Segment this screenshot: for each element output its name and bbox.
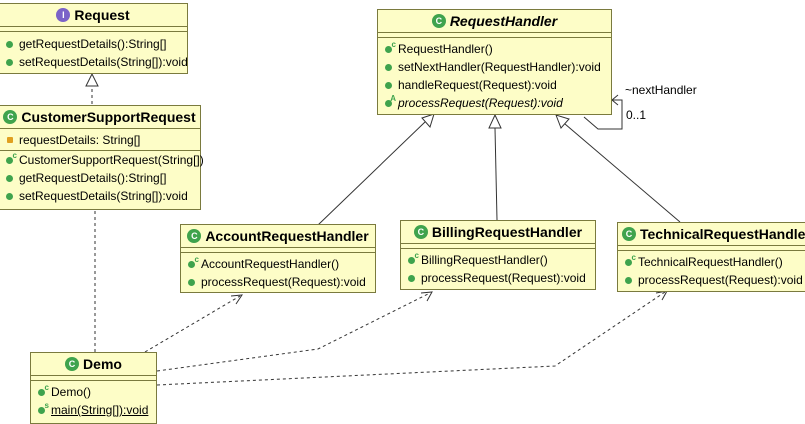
public-method-icon	[382, 79, 395, 92]
class-icon: C	[187, 229, 202, 243]
class-name: TechnicalRequestHandler	[640, 226, 805, 242]
association-multiplicity-label: 0..1	[626, 108, 647, 122]
realization-arrowhead	[85, 72, 99, 87]
method-row[interactable]: getRequestDetails():String[]	[0, 35, 187, 53]
class-title: C AccountRequestHandler	[181, 225, 375, 247]
public-method-icon	[3, 56, 16, 69]
dependency-arrowhead-account	[230, 294, 243, 305]
class-name: BillingRequestHandler	[431, 224, 583, 240]
self-association-arrowhead	[611, 94, 619, 106]
public-method-icon	[405, 272, 418, 285]
attributes-section	[181, 247, 375, 252]
public-method-icon	[382, 61, 395, 74]
class-name: CustomerSupportRequest	[21, 109, 196, 125]
self-association-line	[583, 99, 623, 130]
method-row[interactable]: processRequest(Request):void	[618, 271, 805, 289]
constructor-icon: c	[3, 151, 17, 167]
class-request[interactable]: I Request getRequestDetails():String[] s…	[0, 3, 188, 74]
class-icon: C	[3, 110, 18, 124]
class-title: C TechnicalRequestHandler	[618, 223, 805, 245]
generalization-arrowhead-account	[421, 113, 435, 128]
attributes-section	[378, 32, 611, 37]
generalization-arrowhead-technical	[555, 114, 570, 129]
interface-icon: I	[56, 8, 71, 22]
class-name: AccountRequestHandler	[205, 228, 369, 244]
public-method-icon	[3, 172, 16, 185]
dependency-line-demo-to-account	[144, 295, 241, 353]
constructor-icon: c	[35, 383, 49, 399]
field-row[interactable]: requestDetails: String[]	[0, 131, 200, 149]
method-row[interactable]: setNextHandler(RequestHandler):void	[378, 58, 611, 76]
method-row[interactable]: processRequest(Request):void	[401, 269, 595, 287]
attributes-section	[618, 245, 805, 250]
association-role-label: ~nextHandler	[625, 83, 697, 97]
constructor-icon: c	[622, 253, 636, 269]
private-field-icon	[3, 134, 16, 147]
dependency-line-demo-to-billing	[156, 292, 431, 372]
class-name: Demo	[83, 356, 122, 372]
generalization-line-technical	[564, 123, 681, 223]
dependency-arrowhead-technical	[655, 290, 668, 301]
dependency-arrowhead-billing	[420, 291, 433, 302]
method-row[interactable]: handleRequest(Request):void	[378, 76, 611, 94]
attributes-section	[0, 26, 187, 31]
abstract-class-icon: C	[431, 14, 446, 28]
class-name: RequestHandler	[449, 13, 558, 29]
class-name: Request	[74, 7, 130, 23]
static-method-icon: s	[35, 401, 49, 417]
public-method-icon	[622, 274, 635, 287]
attributes-section	[31, 375, 156, 380]
abstract-method-icon: A	[382, 94, 396, 110]
dependency-line-demo-to-technical	[156, 291, 666, 386]
class-title: C RequestHandler	[378, 10, 611, 32]
generalization-line-account	[317, 121, 426, 226]
class-icon: C	[413, 225, 428, 239]
class-title: I Request	[0, 4, 187, 26]
generalization-line-billing	[494, 127, 498, 221]
class-title: C BillingRequestHandler	[401, 221, 595, 243]
constructor-icon: c	[185, 255, 199, 271]
public-method-icon	[3, 38, 16, 51]
class-icon: C	[65, 357, 80, 371]
method-row[interactable]: setRequestDetails(String[]):void	[0, 53, 188, 71]
method-row[interactable]: setRequestDetails(String[]):void	[0, 187, 200, 205]
methods-section: getRequestDetails():String[] setRequestD…	[0, 31, 188, 73]
method-row[interactable]: getRequestDetails():String[]	[0, 169, 200, 187]
public-method-icon	[185, 276, 198, 289]
class-title: C CustomerSupportRequest	[0, 106, 200, 128]
public-method-icon	[3, 190, 16, 203]
class-customer-support-request[interactable]: C CustomerSupportRequest requestDetails:…	[0, 105, 204, 210]
method-row[interactable]: processRequest(Request):void	[181, 273, 375, 291]
generalization-arrowhead-billing	[488, 113, 502, 129]
constructor-icon: c	[405, 251, 419, 267]
attributes-section: requestDetails: String[]	[0, 128, 200, 150]
class-title: C Demo	[31, 353, 156, 375]
class-icon: C	[622, 227, 636, 241]
attributes-section	[401, 243, 595, 248]
constructor-icon: c	[382, 40, 396, 56]
